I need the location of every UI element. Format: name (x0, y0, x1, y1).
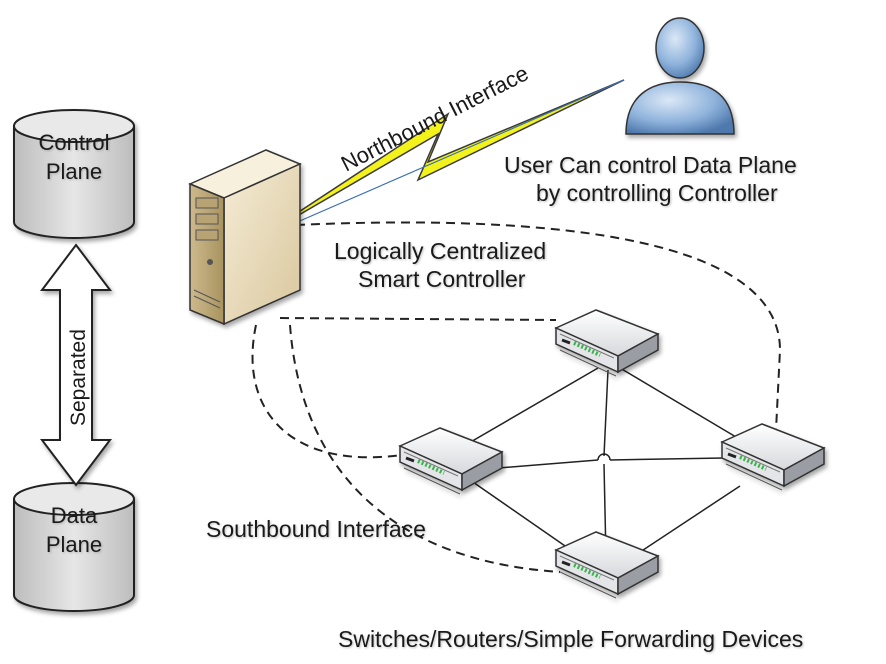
data-plane-label: Data Plane (14, 501, 134, 559)
separated-double-arrow (39, 243, 113, 487)
data-plane-cylinder (13, 482, 135, 612)
control-plane-cylinder (13, 109, 135, 239)
data-plane-label-line2: Plane (45, 532, 103, 557)
controller-caption-line2: Smart Controller (358, 266, 526, 292)
northbound-link (255, 79, 625, 241)
server-icon (188, 149, 302, 326)
user-caption-line1: User Can control Data Plane (504, 152, 797, 178)
switch-icon-right (720, 422, 826, 492)
southbound-label: Southbound Interface (206, 516, 426, 542)
device-mesh-links (461, 367, 741, 559)
user-caption-line2: by controlling Controller (536, 180, 778, 206)
devices-caption: Switches/Routers/Simple Forwarding Devic… (338, 626, 804, 652)
switch-icon-bottom (554, 530, 660, 600)
user-icon (625, 17, 735, 135)
control-plane-label: Control Plane (14, 128, 134, 186)
separated-label: Separated (67, 329, 90, 426)
control-plane-label-line1: Control (38, 130, 110, 155)
data-plane-label-line1: Data (50, 503, 98, 528)
controller-caption-line1: Logically Centralized (334, 238, 547, 264)
switch-icon-top (554, 308, 660, 378)
southbound-links (251, 221, 782, 573)
control-plane-label-line2: Plane (45, 159, 103, 184)
switch-icon-left (398, 426, 504, 496)
